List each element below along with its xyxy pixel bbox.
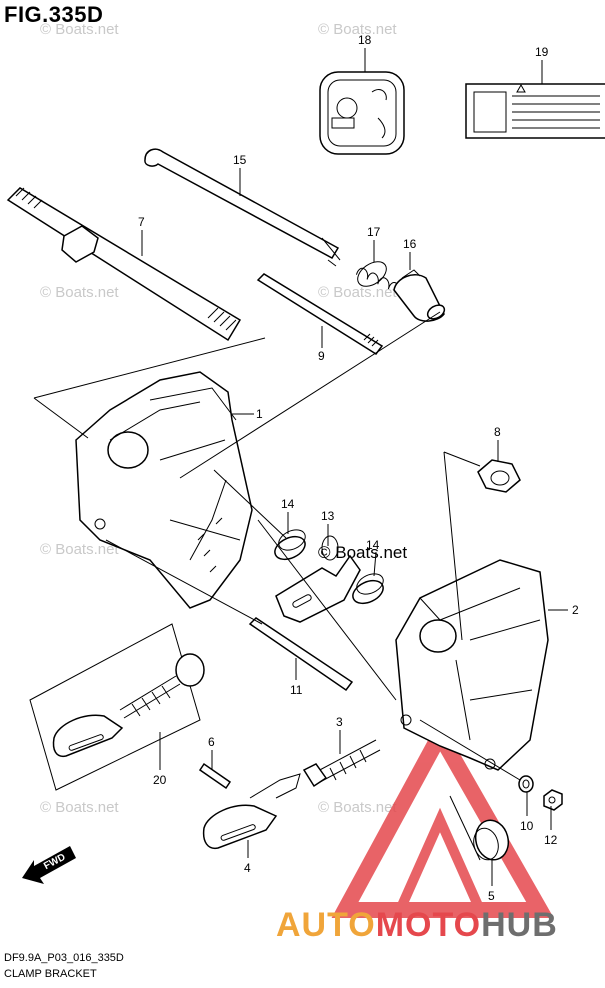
part-18-caution-label xyxy=(319,71,405,155)
figure-code: DF9.9A_P03_016_335D xyxy=(4,952,124,964)
part-1-clamp-bracket xyxy=(75,371,253,609)
callout-20: 20 xyxy=(153,773,167,787)
brand-moto: MOTO xyxy=(376,906,481,944)
watermark-boats-dark: © Boats.net xyxy=(318,543,407,562)
fwd-arrow-icon: FWD xyxy=(22,846,76,884)
part-5-cap xyxy=(473,819,510,861)
watermark-boats: © Boats.net xyxy=(40,541,119,558)
callout-6: 6 xyxy=(208,735,215,749)
callout-9: 9 xyxy=(318,349,325,363)
callout-18: 18 xyxy=(358,33,372,47)
watermark-boats: © Boats.net xyxy=(40,284,119,301)
part-2-clamp-bracket xyxy=(395,559,549,771)
watermark-boats: © Boats.net xyxy=(318,21,397,38)
callout-3: 3 xyxy=(336,715,343,729)
watermark-boats: © Boats.net xyxy=(40,799,119,816)
callout-11: 11 xyxy=(290,683,303,697)
callout-19: 19 xyxy=(535,45,549,59)
part-8-nut xyxy=(477,459,521,493)
watermark-boats: © Boats.net xyxy=(318,284,397,301)
callout-7: 7 xyxy=(138,215,145,229)
callout-13: 13 xyxy=(321,509,335,523)
part-19-instruction-label xyxy=(465,83,605,139)
part-17-spring xyxy=(355,261,401,294)
part-10-washer xyxy=(518,775,534,793)
part-15-rod xyxy=(144,148,341,267)
part-9-thin-bolt xyxy=(256,273,384,356)
svg-text:AUTOMOTOHUB: AUTOMOTOHUB xyxy=(276,906,558,944)
callout-8: 8 xyxy=(494,425,501,439)
figure-title: FIG.335D xyxy=(4,2,104,27)
callout-12: 12 xyxy=(544,833,558,847)
brand-auto: AUTO xyxy=(276,906,376,944)
callout-16: 16 xyxy=(403,237,417,251)
callout-5: 5 xyxy=(488,889,495,903)
callout-2: 2 xyxy=(572,603,579,617)
callout-17: 17 xyxy=(367,225,381,239)
watermark-boats: © Boats.net xyxy=(40,21,119,38)
figure-caption: CLAMP BRACKET xyxy=(4,968,97,980)
callout-4: 4 xyxy=(244,861,251,875)
part-14-bushing xyxy=(274,529,306,561)
part-11-pin xyxy=(248,617,354,692)
part-7-long-bolt xyxy=(6,187,242,342)
part-16-knob xyxy=(393,269,446,322)
part-13-lock-plate xyxy=(275,535,361,623)
part-4-lever xyxy=(202,773,301,850)
watermark-boats: © Boats.net xyxy=(318,799,397,816)
callout-14-right: 14 xyxy=(366,538,380,552)
automotohub-logo-icon xyxy=(331,718,554,918)
part-6-pin xyxy=(198,762,232,790)
brand-hub: HUB xyxy=(481,906,558,944)
part-3-thrust-screw xyxy=(302,739,381,788)
part-12-nut xyxy=(543,789,563,811)
callout-1: 1 xyxy=(256,407,263,421)
part-14-bushing-right xyxy=(352,573,384,605)
callout-10: 10 xyxy=(520,819,534,833)
callout-15: 15 xyxy=(233,153,247,167)
part-20-thrust-screw-assembly xyxy=(29,623,205,791)
callout-14: 14 xyxy=(281,497,295,511)
